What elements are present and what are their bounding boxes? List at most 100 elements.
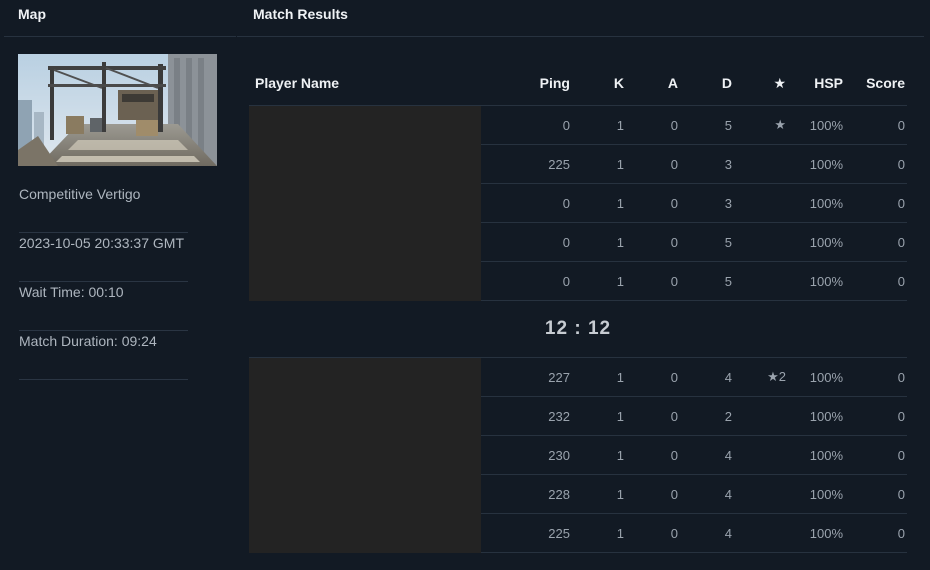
deaths-cell: 2: [680, 396, 734, 436]
score-cell: 0: [845, 183, 907, 223]
score-cell: 0: [845, 357, 907, 397]
ping-cell: 230: [481, 435, 572, 475]
deaths-cell: 4: [680, 474, 734, 514]
deaths-cell: 4: [680, 435, 734, 475]
kills-cell: 1: [572, 261, 626, 301]
team2-player-names-redacted: [249, 357, 481, 553]
ping-cell: 225: [481, 513, 572, 553]
hsp-cell: 100%: [788, 222, 845, 262]
map-name-text: Competitive Vertigo: [19, 186, 141, 202]
score-cell: 0: [845, 396, 907, 436]
match-duration-item: Match Duration: 09:24: [19, 331, 188, 380]
mvp-cell: ★2: [734, 357, 788, 397]
table-header-row: Player Name Ping K A D ★ HSP Score: [249, 61, 907, 106]
mvp-cell: [734, 474, 788, 514]
map-name-item: Competitive Vertigo: [19, 184, 188, 233]
col-hsp[interactable]: HSP: [788, 61, 845, 106]
col-ping[interactable]: Ping: [481, 61, 572, 106]
team-score-row: 12 : 12: [249, 300, 907, 358]
hsp-cell: 100%: [788, 357, 845, 397]
assists-cell: 0: [626, 396, 680, 436]
mvp-cell: [734, 183, 788, 223]
hsp-cell: 100%: [788, 144, 845, 184]
score-cell: 0: [845, 474, 907, 514]
mvp-cell: [734, 513, 788, 553]
map-thumbnail: [18, 54, 217, 166]
col-mvp-star-icon[interactable]: ★: [734, 61, 788, 106]
match-duration-text: Match Duration: 09:24: [19, 333, 157, 349]
divider: [237, 36, 924, 37]
hsp-cell: 100%: [788, 105, 845, 145]
mvp-cell: [734, 396, 788, 436]
deaths-cell: 3: [680, 144, 734, 184]
ping-cell: 0: [481, 222, 572, 262]
deaths-cell: 4: [680, 357, 734, 397]
assists-cell: 0: [626, 261, 680, 301]
score-cell: 0: [845, 144, 907, 184]
hsp-cell: 100%: [788, 261, 845, 301]
assists-cell: 0: [626, 357, 680, 397]
wait-time-text: Wait Time: 00:10: [19, 284, 124, 300]
kills-cell: 1: [572, 105, 626, 145]
results-panel: Match Results Player Name Ping K A D: [237, 0, 930, 570]
mvp-cell: [734, 435, 788, 475]
col-score[interactable]: Score: [845, 61, 907, 106]
col-kills[interactable]: K: [572, 61, 626, 106]
assists-cell: 0: [626, 474, 680, 514]
wait-time-item: Wait Time: 00:10: [19, 282, 188, 331]
kills-cell: 1: [572, 435, 626, 475]
match-date-item: 2023-10-05 20:33:37 GMT: [19, 233, 188, 282]
mvp-cell: [734, 222, 788, 262]
kills-cell: 1: [572, 513, 626, 553]
col-deaths[interactable]: D: [680, 61, 734, 106]
map-header: Map: [18, 6, 46, 22]
assists-cell: 0: [626, 183, 680, 223]
ping-cell: 232: [481, 396, 572, 436]
assists-cell: 0: [626, 513, 680, 553]
col-player-name[interactable]: Player Name: [249, 61, 481, 106]
mvp-cell: [734, 144, 788, 184]
mvp-cell: ★: [734, 105, 788, 145]
kills-cell: 1: [572, 396, 626, 436]
match-date-text: 2023-10-05 20:33:37 GMT: [19, 235, 184, 251]
team-score: 12 : 12: [249, 300, 907, 358]
kills-cell: 1: [572, 474, 626, 514]
hsp-cell: 100%: [788, 183, 845, 223]
score-cell: 0: [845, 261, 907, 301]
deaths-cell: 5: [680, 105, 734, 145]
deaths-cell: 3: [680, 183, 734, 223]
assists-cell: 0: [626, 222, 680, 262]
team1-player-names-redacted: [249, 105, 481, 301]
results-header: Match Results: [253, 6, 348, 22]
score-cell: 0: [845, 222, 907, 262]
kills-cell: 1: [572, 357, 626, 397]
ping-cell: 0: [481, 183, 572, 223]
score-cell: 0: [845, 513, 907, 553]
kills-cell: 1: [572, 183, 626, 223]
ping-cell: 0: [481, 105, 572, 145]
deaths-cell: 4: [680, 513, 734, 553]
deaths-cell: 5: [680, 222, 734, 262]
hsp-cell: 100%: [788, 396, 845, 436]
hsp-cell: 100%: [788, 474, 845, 514]
ping-cell: 225: [481, 144, 572, 184]
mvp-cell: [734, 261, 788, 301]
col-assists[interactable]: A: [626, 61, 680, 106]
ping-cell: 0: [481, 261, 572, 301]
deaths-cell: 5: [680, 261, 734, 301]
kills-cell: 1: [572, 222, 626, 262]
hsp-cell: 100%: [788, 513, 845, 553]
ping-cell: 228: [481, 474, 572, 514]
